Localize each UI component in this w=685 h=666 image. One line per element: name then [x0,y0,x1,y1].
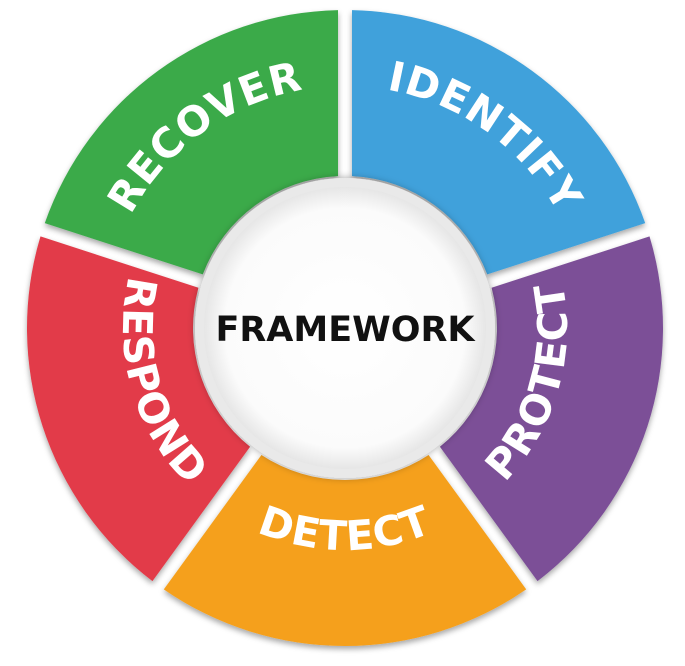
segment-recover [44,10,339,275]
segment-identify [351,10,646,275]
center-hub-disc [204,187,486,469]
center-label: FRAMEWORK [215,310,476,350]
segments [26,10,663,646]
segment-protect [439,236,663,582]
segment-detect [163,454,527,646]
center-hub: FRAMEWORK [195,178,495,478]
segment-respond [26,236,251,582]
